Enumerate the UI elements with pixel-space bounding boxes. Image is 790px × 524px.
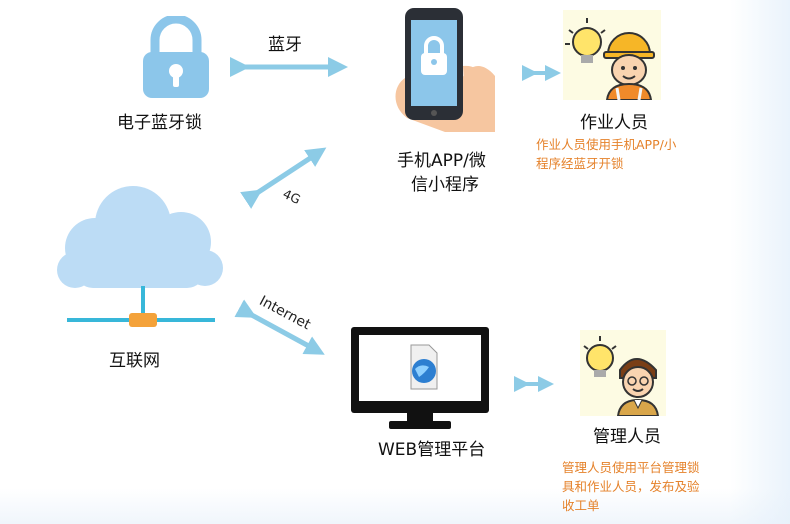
padlock-icon	[143, 16, 209, 98]
manager-label: 管理人员	[593, 427, 661, 447]
4g-arrow	[240, 147, 327, 209]
phone-in-hand-icon	[395, 8, 495, 132]
worker-note-line2: 程序经蓝牙开锁	[536, 156, 624, 171]
manager-note: 管理人员使用平台管理锁 具和作业人员，发布及验 收工单	[562, 458, 700, 515]
cloud-label: 互联网	[109, 351, 160, 371]
web-label: WEB管理平台	[378, 440, 486, 460]
lock-label: 电子蓝牙锁	[117, 113, 202, 133]
manager-with-lightbulb-icon	[580, 330, 666, 416]
cloud-network-icon	[57, 186, 223, 327]
bottom-edge-decoration	[0, 488, 790, 524]
manager-note-line2: 具和作业人员，发布及验	[562, 479, 700, 494]
worker-with-lightbulb-icon	[563, 10, 661, 100]
worker-label: 作业人员	[580, 113, 648, 133]
right-edge-decoration	[730, 0, 790, 524]
monitor-icon	[351, 327, 489, 429]
worker-note: 作业人员使用手机APP/小 程序经蓝牙开锁	[536, 135, 676, 173]
phone-label-line2: 信小程序	[411, 175, 479, 195]
bluetooth-label: 蓝牙	[268, 35, 302, 55]
manager-note-line3: 收工单	[562, 498, 600, 513]
worker-note-line1: 作业人员使用手机APP/小	[536, 137, 677, 152]
phone-label-line1: 手机APP/微	[397, 151, 486, 171]
internet-arrow	[234, 299, 325, 355]
manager-note-line1: 管理人员使用平台管理锁	[562, 460, 700, 475]
